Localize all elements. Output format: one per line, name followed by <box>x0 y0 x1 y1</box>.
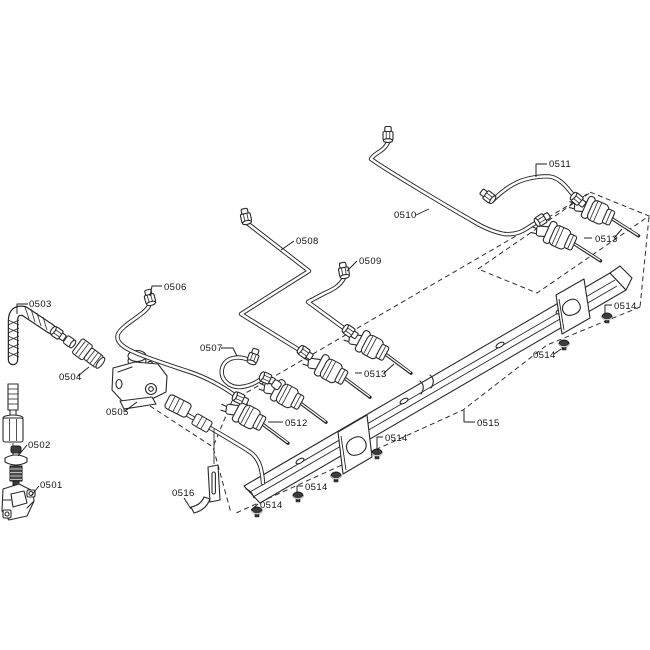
leader-line-0504 <box>77 366 90 377</box>
leader-line-0507 <box>221 347 238 357</box>
hose-0503 <box>2 305 77 448</box>
screw-0514 <box>330 471 342 483</box>
part-label-0511: 0511 <box>549 159 571 170</box>
part-label-0514: 0514 <box>533 350 556 361</box>
part-label-0513: 0513 <box>595 234 618 245</box>
pipe-0510 <box>368 125 553 237</box>
bracket-0501 <box>1 483 36 521</box>
leader-line-0515 <box>463 410 475 423</box>
leader-line-0514 <box>553 348 562 355</box>
leader-line-0510 <box>415 208 430 216</box>
leader-line-0513 <box>613 228 623 239</box>
part-label-0514: 0514 <box>305 482 328 493</box>
part-labels: 0503 0506 0504 0505 0502 0501 0516 0507 0508 0509… <box>16 159 637 511</box>
part-label-0503: 0503 <box>29 299 52 310</box>
leader-line-0506 <box>149 285 162 297</box>
bracket-0516 <box>190 429 221 514</box>
part-label-0502: 0502 <box>28 440 51 451</box>
rail-mount-plate <box>337 414 373 475</box>
pipe-0508 <box>238 207 316 363</box>
leader-line-0505 <box>124 401 138 412</box>
part-label-0506: 0506 <box>164 282 187 293</box>
part-label-0501: 0501 <box>40 480 63 491</box>
screw-0514 <box>371 448 383 460</box>
manifold-rail-0515 <box>243 265 633 504</box>
screw-0514 <box>558 339 570 351</box>
leader-line-0511 <box>535 163 547 177</box>
leader-line-0502 <box>17 444 28 457</box>
leader-line-0514 <box>296 485 303 493</box>
leader-line-0513 <box>383 363 395 374</box>
part-label-0514: 0514 <box>260 500 283 511</box>
adapter-0504 <box>72 338 106 369</box>
part-label-0509: 0509 <box>359 256 382 267</box>
part-label-0505: 0505 <box>106 407 129 418</box>
pipe-0507 <box>219 346 282 391</box>
part-label-0504: 0504 <box>59 372 82 383</box>
part-label-0507: 0507 <box>200 343 223 354</box>
hose-lower-fitting <box>2 383 24 448</box>
part-label-0514: 0514 <box>614 301 637 312</box>
leader-line-0508 <box>280 240 295 251</box>
pipe-0511 <box>477 174 589 210</box>
jet-0502 <box>4 445 28 486</box>
part-label-0515: 0515 <box>477 418 500 429</box>
pipe-0506 <box>115 287 251 408</box>
leader-line-0516 <box>183 497 192 510</box>
part-label-0514: 0514 <box>385 433 408 444</box>
screw-0514 <box>601 312 613 324</box>
screw-0514 <box>292 491 304 503</box>
leader-line-0514 <box>250 503 259 511</box>
supply-pipe <box>164 394 266 486</box>
leader-line-0501 <box>30 485 40 497</box>
rail-mount-plate <box>555 278 591 335</box>
part-label-0516: 0516 <box>172 488 195 499</box>
leader-line-0503 <box>16 303 28 314</box>
part-label-0510: 0510 <box>394 210 417 221</box>
leader-line-0509 <box>346 260 358 272</box>
pipe-0509 <box>305 261 361 342</box>
part-label-0508: 0508 <box>296 236 319 247</box>
part-label-0513: 0513 <box>364 369 387 380</box>
part-label-0512: 0512 <box>285 418 308 429</box>
assembly-outline-top-right <box>476 191 650 294</box>
leader-line-0514 <box>604 304 612 314</box>
leader-line-0514 <box>376 436 383 450</box>
